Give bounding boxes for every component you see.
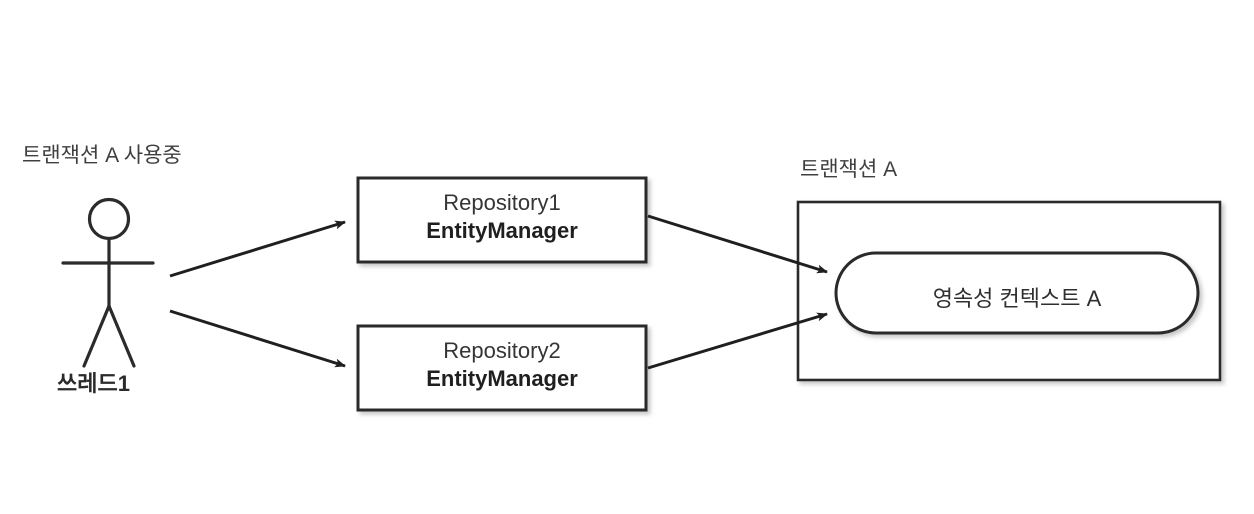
actor-leg-left-line [82,304,111,368]
repository-box-2-text: Repository2 EntityManager [358,337,646,393]
repository-1-name: Repository1 [443,190,561,215]
arrow-actor-to-repository2 [169,309,346,368]
repository-1-role: EntityManager [426,218,578,244]
actor-stick-figure [61,197,155,368]
persistence-context-capsule[interactable] [834,251,1200,335]
repository-box-1[interactable] [356,176,648,264]
caption-transaction-a: 트랜잭션 A [800,158,898,181]
arrow-repository1-to-persistence-context [647,214,828,274]
actor-label-thread1: 쓰레드1 [57,371,130,396]
arrow-repository2-to-persistence-context [647,312,828,370]
caption-transaction-in-use: 트랜잭션 A 사용중 [22,144,182,167]
persistence-context-label: 영속성 컨텍스트 A [932,286,1102,311]
repository-box-2[interactable] [356,324,648,412]
repository-box-1-text: Repository1 EntityManager [358,189,646,245]
repository-2-role: EntityManager [426,366,578,392]
actor-head-icon [87,197,131,241]
repository-2-name: Repository2 [443,338,561,363]
arrow-actor-to-repository1 [169,220,346,278]
actor-leg-right-line [107,304,136,368]
